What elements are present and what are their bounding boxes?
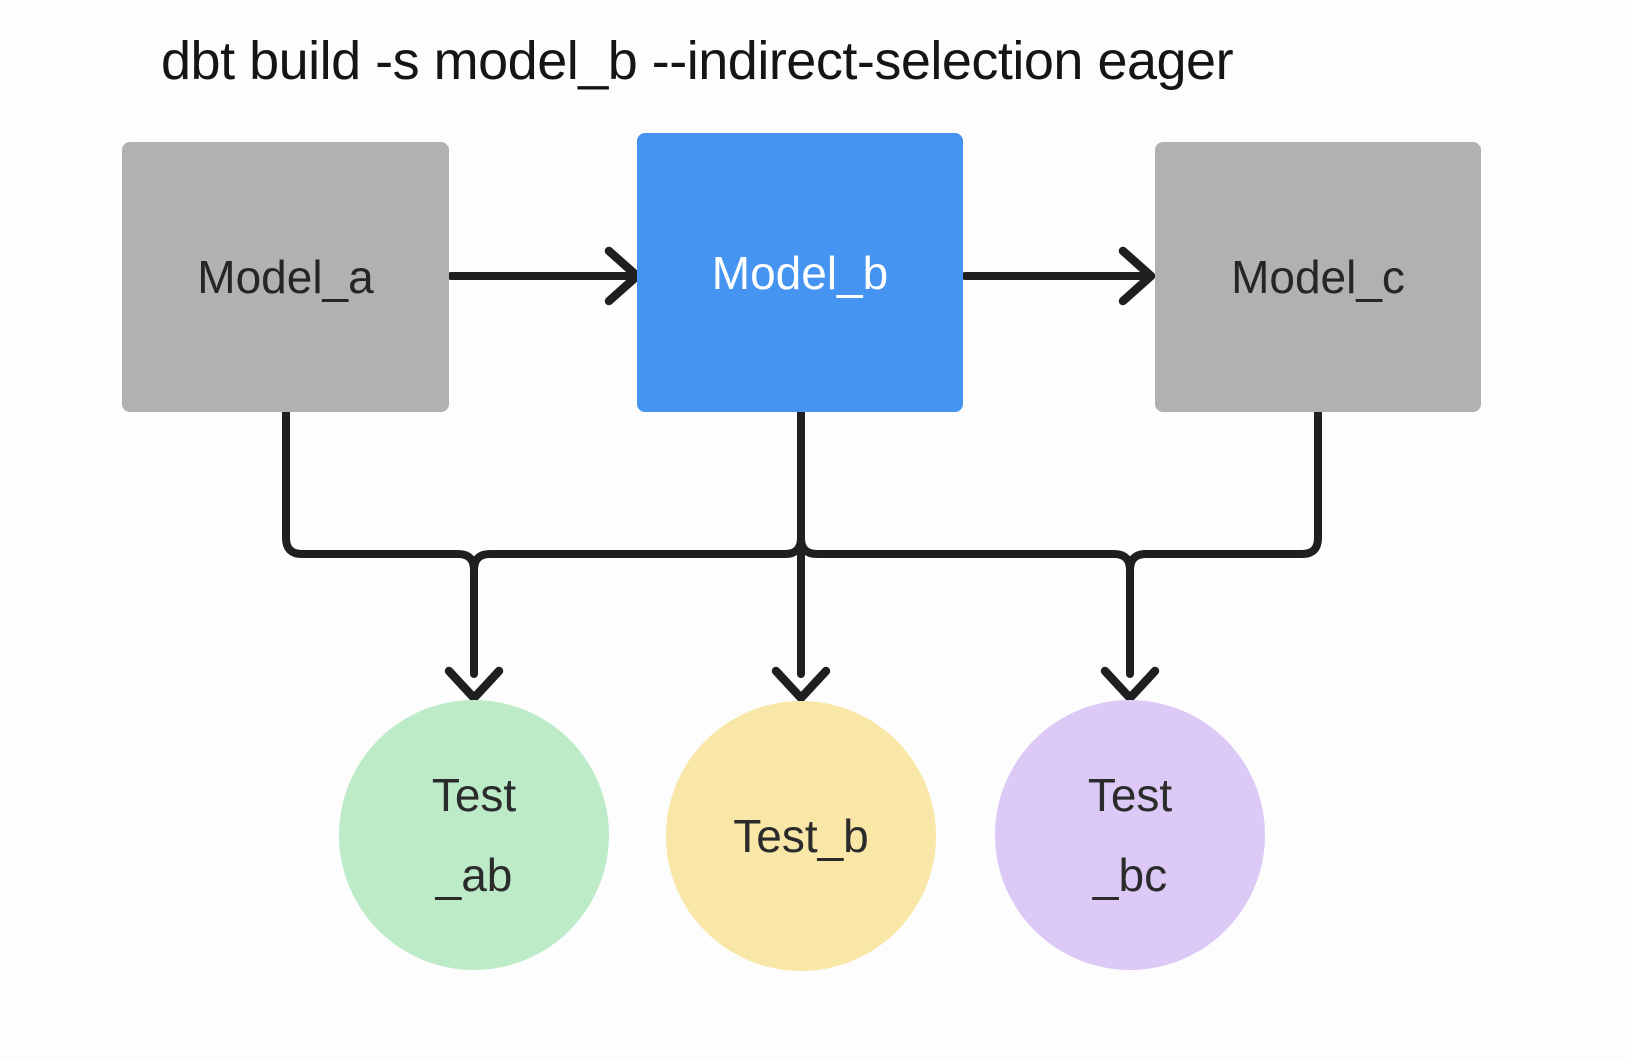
node-test-b-label-line1: Test_b — [733, 810, 869, 862]
node-model-c: Model_c — [1155, 142, 1481, 412]
rail-model-a-to-bus — [282, 408, 478, 574]
rail-bus-left-mid — [470, 534, 805, 574]
node-model-a: Model_a — [122, 142, 449, 412]
node-test-bc: Test _bc — [995, 700, 1265, 970]
edge-drop-test-b-arrowhead-icon — [771, 666, 831, 703]
node-test-ab-label-line1: Test — [431, 769, 517, 821]
node-test-bc-label-line2: _bc — [1092, 849, 1168, 901]
rail-bus-to-model-c — [1126, 408, 1322, 574]
node-test-bc-label-line1: Test — [1087, 769, 1173, 821]
node-test-ab-label-line2: _ab — [435, 849, 513, 901]
edge-model-b-to-model-c-arrowhead-icon — [1118, 246, 1156, 306]
edge-drop-test-bc-arrowhead-icon — [1100, 666, 1160, 703]
node-test-ab: Test _ab — [339, 700, 609, 970]
diagram-title: dbt build -s model_b --indirect-selectio… — [161, 31, 1234, 91]
node-model-b-selected: Model_b — [637, 133, 963, 412]
node-model-c-label: Model_c — [1231, 251, 1405, 303]
node-model-a-label: Model_a — [197, 251, 374, 303]
node-model-b-label: Model_b — [711, 246, 889, 299]
node-test-b: Test_b — [666, 701, 936, 971]
rail-bus-right-mid — [797, 534, 1134, 574]
edge-drop-test-ab-arrowhead-icon — [444, 666, 504, 703]
